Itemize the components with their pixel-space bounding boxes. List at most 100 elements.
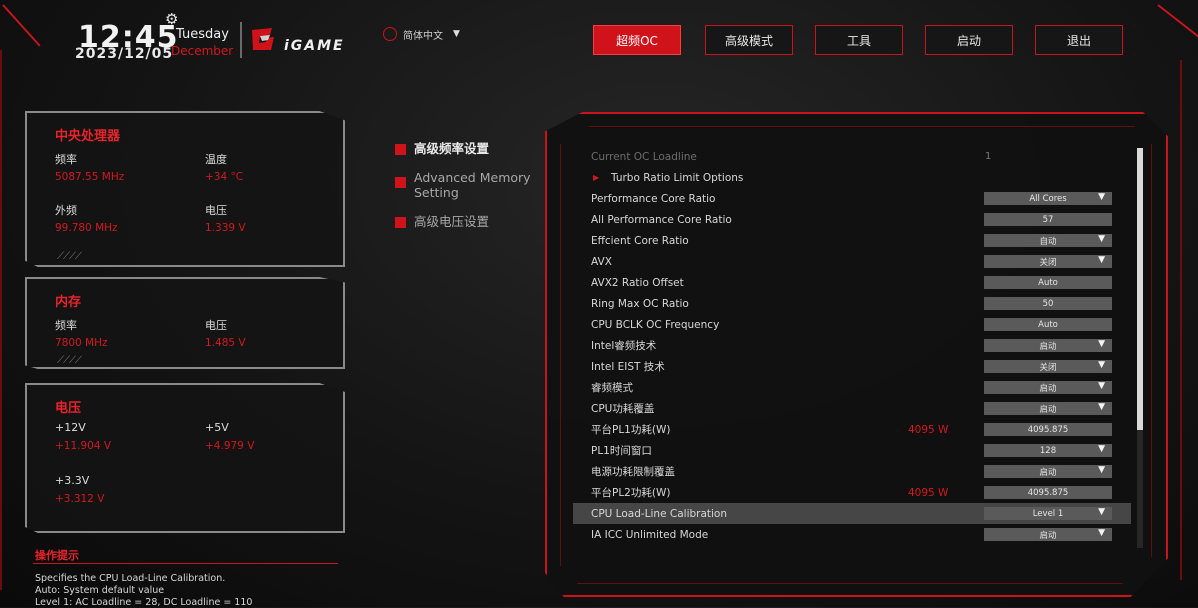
voltage-panel: 电压 +12V +11.904 V +5V +4.979 V +3.3V +3.… (25, 383, 345, 533)
setting-dropdown[interactable]: 启动▼ (984, 339, 1112, 352)
setting-current-value: 4095 W (908, 486, 949, 499)
setting-current-value: 4095 W (908, 423, 949, 436)
setting-dropdown[interactable]: Level 1▼ (984, 507, 1112, 520)
language-selector[interactable]: 简体中文 ▼ (383, 26, 463, 42)
memory-volt-value: 1.485 V (205, 337, 246, 349)
brand-logo-text: iGAME (284, 38, 345, 54)
setting-dropdown[interactable]: 128▼ (984, 444, 1112, 457)
setting-input[interactable]: 50 (984, 297, 1112, 310)
cpu-volt-value: 1.339 V (205, 222, 246, 234)
decor-line-left-side (0, 50, 2, 590)
setting-value: 关闭 (1039, 257, 1057, 268)
setting-dropdown[interactable]: 关闭▼ (984, 360, 1112, 373)
setting-value: 启动 (1039, 530, 1057, 541)
memory-panel-title: 内存 (55, 295, 82, 310)
v33-value: +3.312 V (55, 493, 105, 505)
settings-gear-icon[interactable]: ⚙ (165, 10, 179, 28)
setting-label: Current OC Loadline (591, 150, 697, 163)
setting-row[interactable]: PL1时间窗口 128▼ (573, 440, 1131, 461)
dropdown-arrow-icon: ▼ (1098, 465, 1105, 475)
submenu-advanced-voltage[interactable]: 高级电压设置 (395, 214, 489, 229)
v5-value: +4.979 V (205, 440, 255, 452)
help-divider (33, 563, 338, 564)
setting-label: AVX2 Ratio Offset (591, 276, 684, 289)
decor-line-right-side (1180, 60, 1182, 580)
setting-row[interactable]: Intel EIST 技术 关闭▼ (573, 356, 1131, 377)
scrollbar-thumb[interactable] (1137, 148, 1143, 430)
dropdown-arrow-icon: ▼ (1098, 339, 1105, 349)
setting-value: 启动 (1039, 404, 1057, 415)
dropdown-arrow-icon: ▼ (1098, 234, 1105, 244)
setting-label: PL1时间窗口 (591, 445, 652, 457)
submenu-label: 高级电压设置 (414, 214, 490, 229)
setting-row[interactable]: AVX2 Ratio Offset Auto (573, 272, 1131, 293)
setting-value: 4095.875 (1027, 487, 1069, 498)
v5-label: +5V (205, 421, 229, 434)
setting-label: CPU功耗覆盖 (591, 403, 655, 415)
setting-row[interactable]: 睿频模式启动▼ (573, 377, 1131, 398)
setting-input[interactable]: 4095.875 (984, 486, 1112, 499)
setting-label: IA ICC Unlimited Mode (591, 528, 709, 541)
submenu-advanced-frequency[interactable]: 高级频率设置 (395, 141, 489, 156)
dropdown-arrow-icon: ▼ (1098, 192, 1105, 202)
setting-label: Intel EIST 技术 (591, 361, 665, 373)
caret-down-icon: ▼ (453, 29, 460, 39)
setting-label: Turbo Ratio Limit Options (611, 171, 744, 184)
help-title: 操作提示 (35, 549, 79, 562)
help-text-line: Level 1: AC Loadline = 28, DC Loadline =… (35, 597, 253, 608)
setting-dropdown[interactable]: 启动▼ (984, 381, 1112, 394)
cpu-temp-value: +34 °C (205, 171, 244, 183)
setting-label: Intel睿频技术 (591, 340, 657, 352)
setting-label: All Performance Core Ratio (591, 213, 732, 226)
cpu-panel-title: 中央处理器 (55, 129, 121, 144)
dropdown-arrow-icon: ▼ (1098, 402, 1105, 412)
memory-panel: 内存 频率 7800 MHz 电压 1.485 V ⟋⟋⟋⟋ (25, 277, 345, 369)
setting-value: 自动 (1039, 236, 1057, 247)
tab-exit[interactable]: 退出 (1035, 25, 1123, 55)
memory-freq-label: 频率 (55, 319, 77, 332)
setting-input[interactable]: Auto (984, 318, 1112, 331)
setting-row[interactable]: All Performance Core Ratio 57 (573, 209, 1131, 230)
help-text-line: Auto: System default value (35, 585, 165, 596)
cpu-freq-value: 5087.55 MHz (55, 171, 125, 183)
setting-label: Effcient Core Ratio (591, 234, 689, 247)
setting-dropdown[interactable]: 启动▼ (984, 465, 1112, 478)
setting-dropdown[interactable]: 启动▼ (984, 528, 1112, 541)
setting-dropdown[interactable]: 自动 ▼ (984, 234, 1112, 247)
setting-input[interactable]: 57 (984, 213, 1112, 226)
setting-label: CPU Load-Line Calibration (591, 507, 728, 520)
submenu-label: Advanced Memory Setting (414, 170, 531, 200)
submenu-advanced-memory[interactable]: Advanced Memory Setting (395, 170, 534, 200)
setting-dropdown[interactable]: All Cores▼ (984, 192, 1112, 205)
setting-dropdown[interactable]: 启动 ▼ (984, 402, 1112, 415)
setting-row[interactable]: CPU Load-Line Calibration Level 1▼ (573, 503, 1131, 524)
dropdown-arrow-icon: ▼ (1098, 507, 1105, 517)
submenu-marker-icon (395, 177, 406, 188)
setting-row[interactable]: 电源功耗限制覆盖启动▼ (573, 461, 1131, 482)
setting-row[interactable]: CPU功耗覆盖 启动 ▼ (573, 398, 1131, 419)
setting-row[interactable]: IA ICC Unlimited Mode 启动▼ (573, 524, 1131, 545)
setting-input[interactable]: 4095.875 (984, 423, 1112, 436)
setting-row[interactable]: CPU BCLK OC Frequency Auto (573, 314, 1131, 335)
setting-input[interactable]: Auto (984, 276, 1112, 289)
setting-row[interactable]: Effcient Core Ratio 自动 ▼ (573, 230, 1131, 251)
setting-label: CPU BCLK OC Frequency (591, 318, 720, 331)
setting-row[interactable]: Intel睿频技术 启动▼ (573, 335, 1131, 356)
submenu-marker-icon (395, 144, 406, 155)
submenu-marker-icon (395, 217, 406, 228)
tab-advanced[interactable]: 高级模式 (705, 25, 793, 55)
tab-oc[interactable]: 超频OC (593, 25, 681, 55)
submenu-label: 高级频率设置 (414, 141, 490, 156)
tab-tools[interactable]: 工具 (815, 25, 903, 55)
tab-boot[interactable]: 启动 (925, 25, 1013, 55)
dropdown-arrow-icon: ▼ (1098, 444, 1105, 454)
language-label: 简体中文 (403, 30, 443, 42)
setting-row[interactable]: ▶Turbo Ratio Limit Options (573, 167, 1131, 188)
setting-dropdown[interactable]: 关闭▼ (984, 255, 1112, 268)
